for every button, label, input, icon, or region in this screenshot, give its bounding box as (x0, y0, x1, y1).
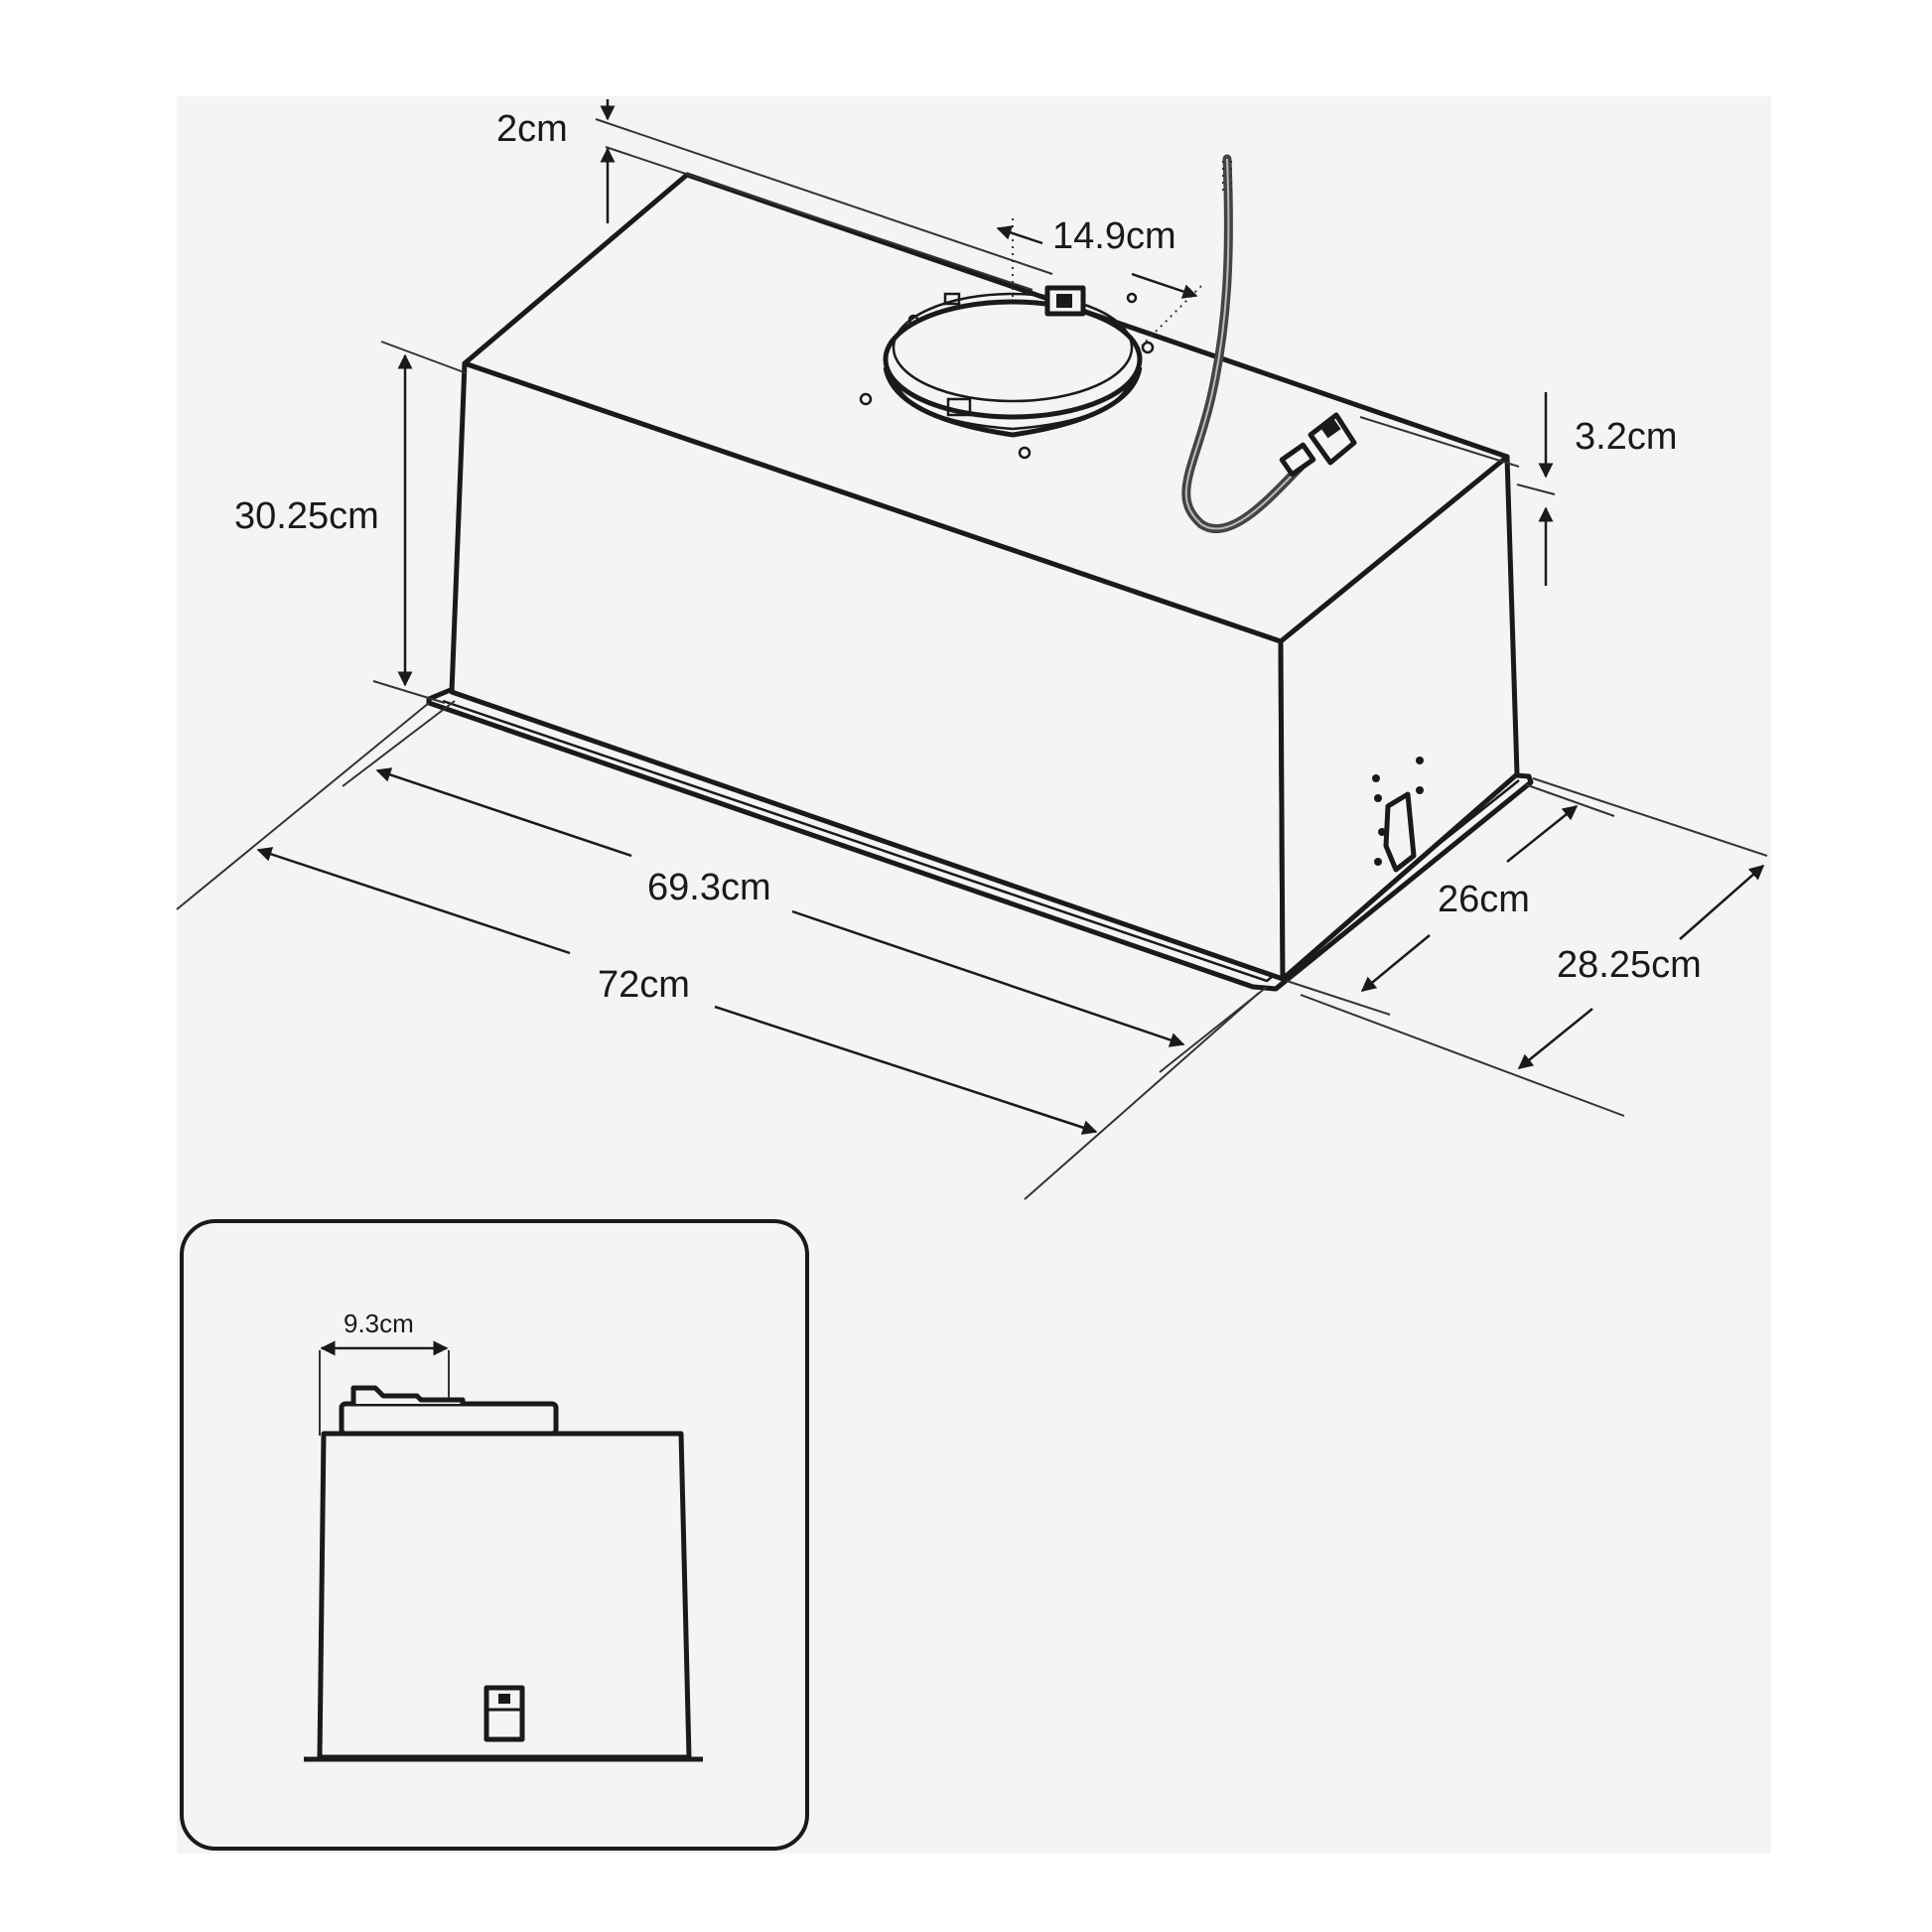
label-duct-offset: 14.9cm (1052, 215, 1176, 257)
dimension-labels: 2cm 14.9cm 30.25cm 3.2cm 69.3cm 72cm 26c… (234, 108, 1702, 1006)
label-body-depth: 26cm (1438, 879, 1530, 920)
inset-plug-icon (483, 1685, 525, 1742)
duct-collar (859, 285, 1155, 460)
dimension-lines (176, 99, 1768, 1200)
power-cable (1181, 154, 1357, 534)
inset-collar (339, 1401, 559, 1437)
label-plug-offset: 3.2cm (1575, 416, 1677, 458)
inset-side-view: 9.3cm (180, 1219, 809, 1851)
label-overall-depth: 28.25cm (1557, 944, 1702, 986)
label-side-height: 30.25cm (234, 495, 379, 537)
label-inset-side-offset: 9.3cm (344, 1309, 414, 1338)
label-overall-length: 72cm (598, 964, 690, 1006)
label-body-length: 69.3cm (647, 867, 771, 908)
label-top-offset: 2cm (496, 108, 568, 150)
hood-main-view (426, 154, 1534, 992)
side-bracket (1372, 757, 1424, 873)
